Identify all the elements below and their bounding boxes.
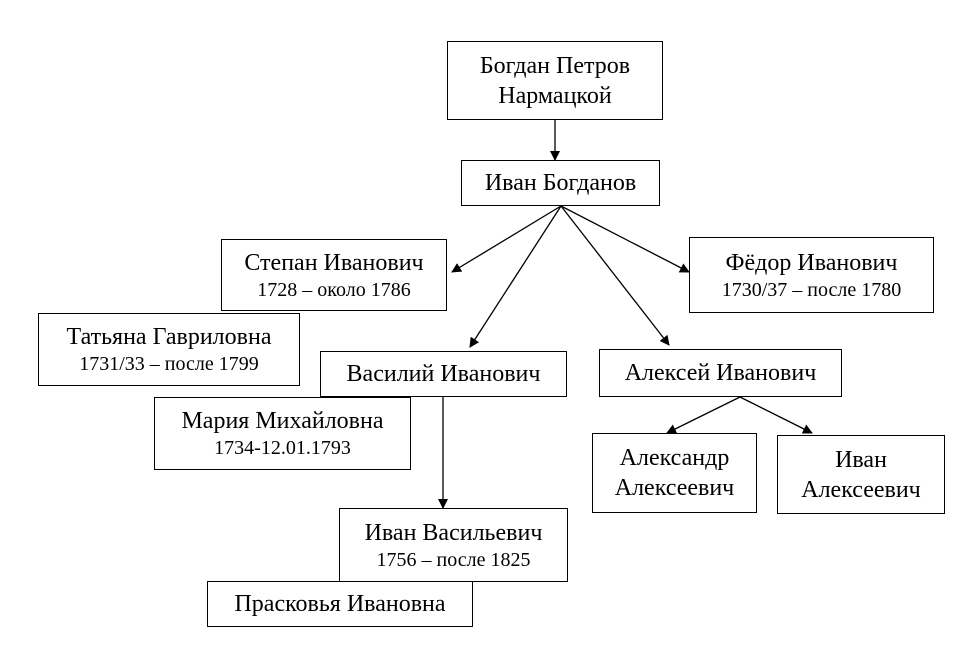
person-ivan-alekseevich: Иван Алексеевич (777, 435, 945, 514)
person-name: Фёдор Иванович (725, 249, 898, 276)
person-name: Татьяна Гавриловна (66, 324, 272, 350)
person-maria-mikhailovna: Мария Михайловна 1734-12.01.1793 (154, 397, 411, 470)
person-name: Иван (835, 446, 887, 473)
person-dates: 1734-12.01.1793 (214, 437, 351, 459)
person-aleksandr-alekseevich: Александр Алексеевич (592, 433, 757, 513)
edge-ivan-vasily (469, 205, 562, 348)
person-name: Нармацкой (498, 82, 612, 109)
edge-ivan-stepan (451, 205, 562, 273)
person-vasily-ivanovich: Василий Иванович (320, 351, 567, 397)
edge-ivan-fedor (560, 205, 690, 273)
edge-ivan-aleksei (560, 205, 670, 346)
person-dates: 1756 – после 1825 (376, 548, 531, 571)
person-name: Иван Богданов (484, 170, 637, 196)
person-name: Иван Васильевич (364, 519, 543, 546)
person-name: Прасковья Ивановна (234, 591, 446, 617)
person-name: Алексеевич (614, 475, 735, 501)
person-dates: 1728 – около 1786 (257, 278, 411, 301)
person-stepan-ivanovich: Степан Иванович 1728 – около 1786 (221, 239, 447, 311)
edge-aleksei-aleksandr (666, 396, 741, 434)
person-fedor-ivanovich: Фёдор Иванович 1730/37 – после 1780 (689, 237, 934, 313)
person-bogdan-petrov: Богдан Петров Нармацкой (447, 41, 663, 120)
person-name: Мария Михайловна (181, 408, 384, 434)
person-name: Богдан Петров (479, 52, 631, 79)
person-dates: 1731/33 – после 1799 (79, 353, 259, 375)
person-name: Алексеевич (801, 476, 921, 503)
person-praskovia-ivanovna: Прасковья Ивановна (207, 581, 473, 627)
person-name: Степан Иванович (244, 249, 424, 276)
person-name: Алексей Иванович (624, 360, 817, 386)
person-tatiana-gavrilovna: Татьяна Гавриловна 1731/33 – после 1799 (38, 313, 300, 386)
person-name: Василий Иванович (346, 361, 541, 387)
person-name: Александр (619, 445, 730, 471)
person-ivan-bogdanov: Иван Богданов (461, 160, 660, 206)
person-ivan-vasilievich: Иван Васильевич 1756 – после 1825 (339, 508, 568, 582)
person-aleksei-ivanovich: Алексей Иванович (599, 349, 842, 397)
edge-aleksei-ivan-a (739, 396, 813, 434)
person-dates: 1730/37 – после 1780 (721, 278, 902, 301)
